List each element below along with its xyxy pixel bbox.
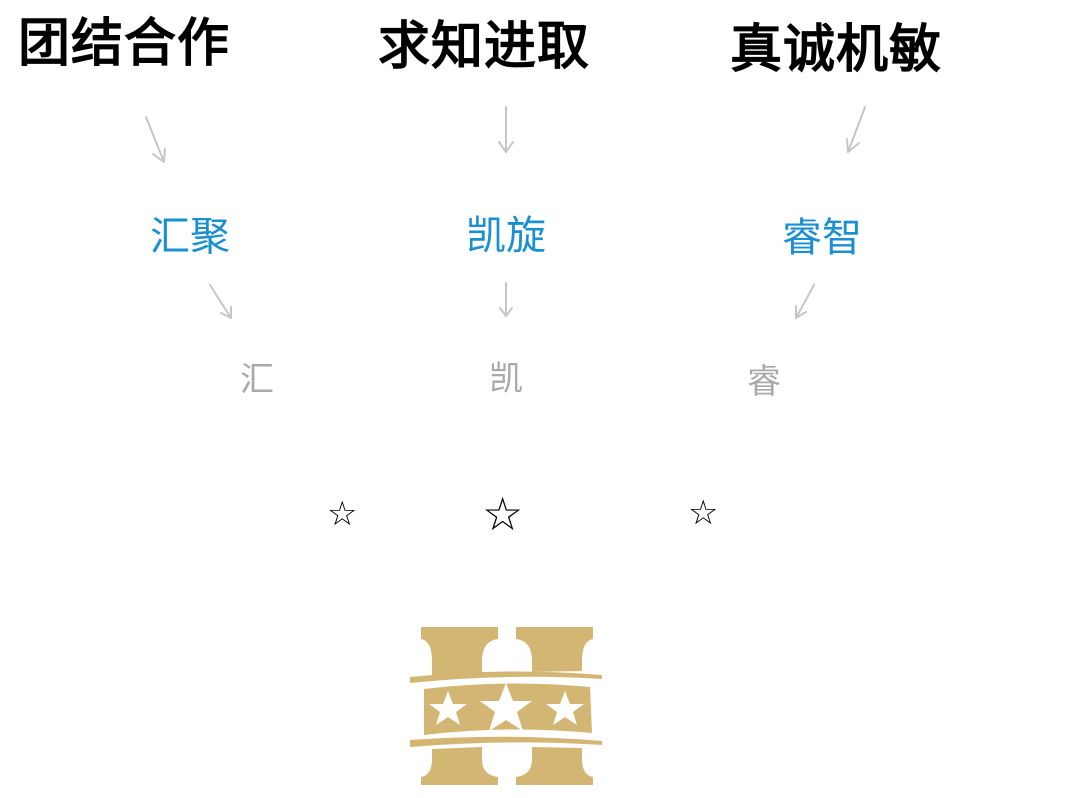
star-icon: ☆ xyxy=(327,494,358,534)
value-label-learning: 求知进取 xyxy=(378,17,591,77)
hotel-h-three-stars-logo-icon xyxy=(410,627,602,785)
arrow-down-left-icon xyxy=(846,106,866,153)
char-hui: 汇 xyxy=(240,360,274,400)
value-label-sincerity: 真诚机敏 xyxy=(730,20,943,80)
star-icon: ☆ xyxy=(688,493,719,533)
arrow-down-left-icon xyxy=(795,284,815,319)
keyword-gather: 汇聚 xyxy=(150,214,230,260)
arrow-down-right-icon xyxy=(209,284,232,319)
arrow-down-icon xyxy=(498,106,514,153)
keyword-triumph: 凯旋 xyxy=(466,213,546,259)
star-icon: ☆ xyxy=(482,487,524,541)
value-label-teamwork: 团结合作 xyxy=(18,14,231,74)
keyword-wisdom: 睿智 xyxy=(782,215,862,261)
char-rui: 睿 xyxy=(747,362,781,402)
arrow-down-right-icon xyxy=(145,116,166,163)
char-kai: 凯 xyxy=(489,359,523,399)
arrow-down-icon xyxy=(499,282,513,317)
